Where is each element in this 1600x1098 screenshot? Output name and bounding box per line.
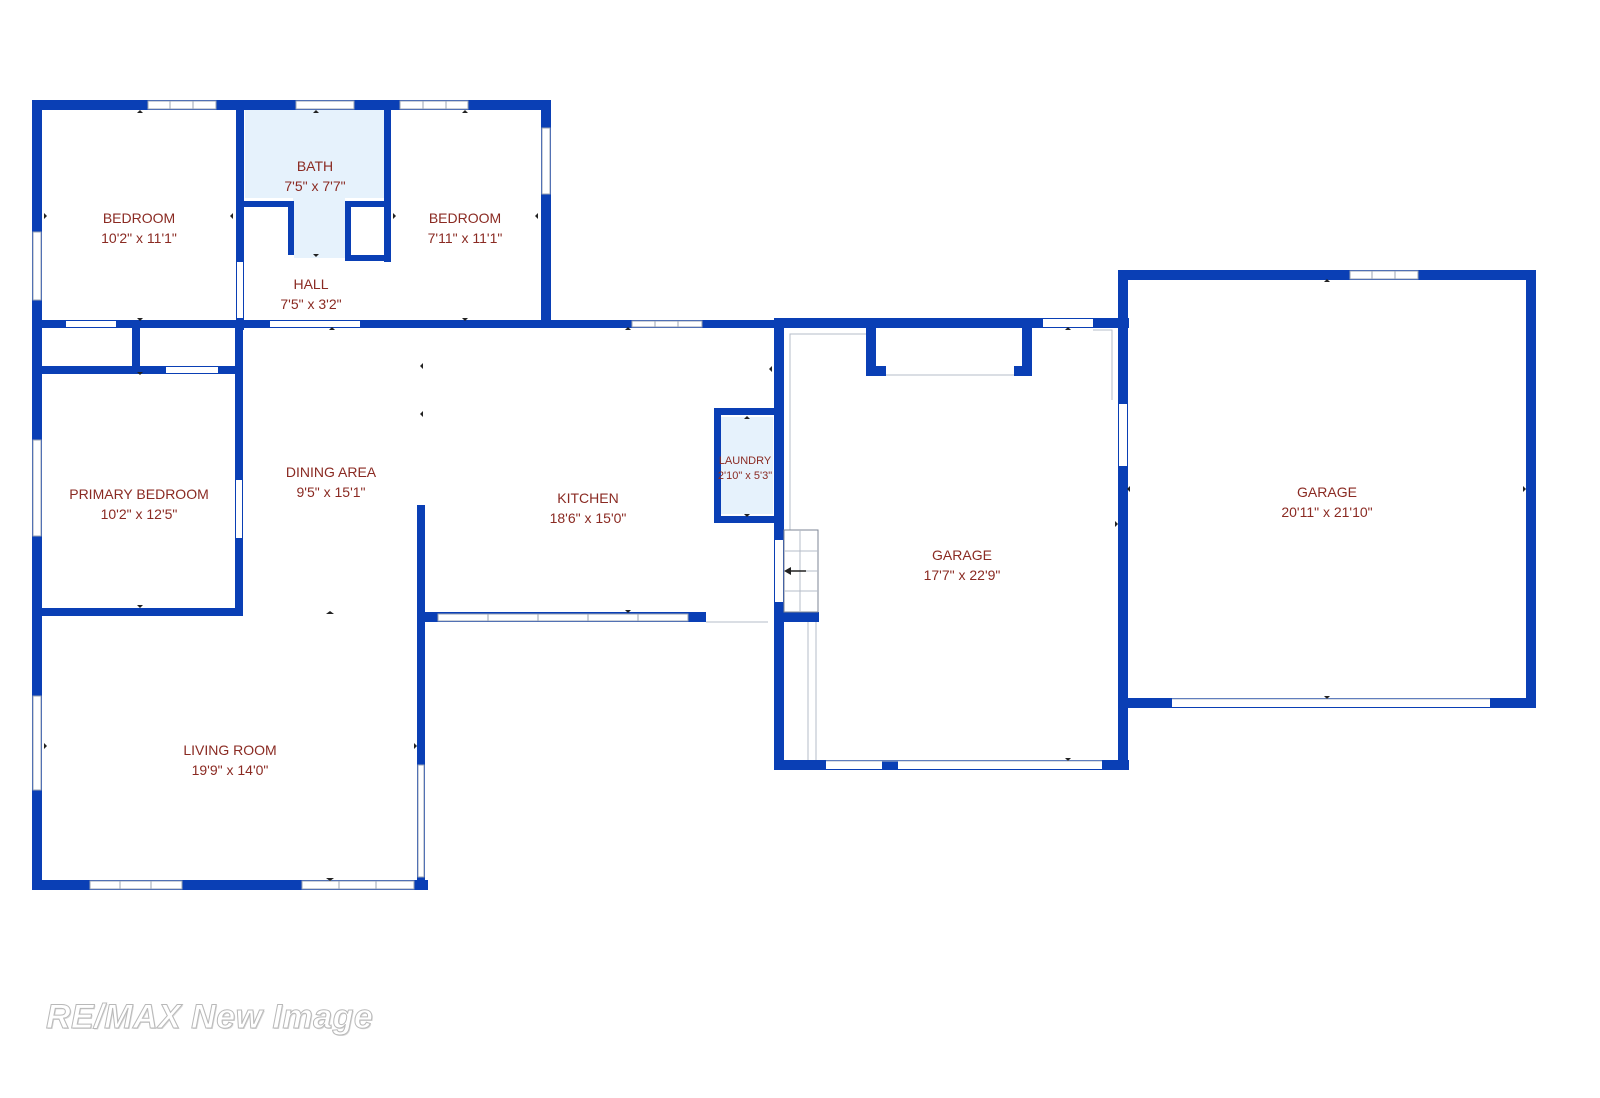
room-name-bedroom-2: BEDROOM xyxy=(429,210,501,226)
room-labels: BEDROOM 10'2" x 11'1" BATH 7'5" x 7'7" B… xyxy=(69,158,1372,778)
garage-steps xyxy=(783,529,819,613)
room-size-dining-area: 9'5" x 15'1" xyxy=(297,484,366,500)
garage-walls xyxy=(774,270,1129,770)
room-name-bedroom-1: BEDROOM xyxy=(103,210,175,226)
room-name-laundry: LAUNDRY xyxy=(719,455,772,467)
room-name-hall: HALL xyxy=(293,276,328,292)
room-name-dining-area: DINING AREA xyxy=(286,464,377,480)
room-size-bedroom-2: 7'11" x 11'1" xyxy=(428,230,503,246)
room-name-bath: BATH xyxy=(297,158,333,174)
room-name-living-room: LIVING ROOM xyxy=(183,742,276,758)
bath-floor xyxy=(245,110,385,198)
room-name-garage-2: GARAGE xyxy=(1297,484,1357,500)
openings xyxy=(32,100,1490,890)
room-size-garage-1: 17'7" x 22'9" xyxy=(924,567,1001,583)
step-arrow-icon xyxy=(784,567,791,575)
dimension-markers xyxy=(44,110,1526,881)
watermark-logo: RE/MAX New Image xyxy=(45,998,374,1037)
room-size-bedroom-1: 10'2" x 11'1" xyxy=(101,230,177,246)
room-name-kitchen: KITCHEN xyxy=(557,490,618,506)
room-size-garage-2: 20'11" x 21'10" xyxy=(1281,504,1372,520)
room-size-living-room: 19'9" x 14'0" xyxy=(192,762,269,778)
garage-trim xyxy=(789,329,1113,760)
bath-floor-lower xyxy=(293,198,345,258)
room-name-garage-1: GARAGE xyxy=(932,547,992,563)
room-size-primary-bedroom: 10'2" x 12'5" xyxy=(101,506,178,522)
room-size-laundry: 2'10" x 5'3" xyxy=(718,470,772,482)
laundry-floor xyxy=(720,417,773,514)
room-size-bath: 7'5" x 7'7" xyxy=(284,178,345,194)
room-size-kitchen: 18'6" x 15'0" xyxy=(550,510,627,526)
room-size-hall: 7'5" x 3'2" xyxy=(280,296,341,312)
room-name-primary-bedroom: PRIMARY BEDROOM xyxy=(69,486,209,502)
